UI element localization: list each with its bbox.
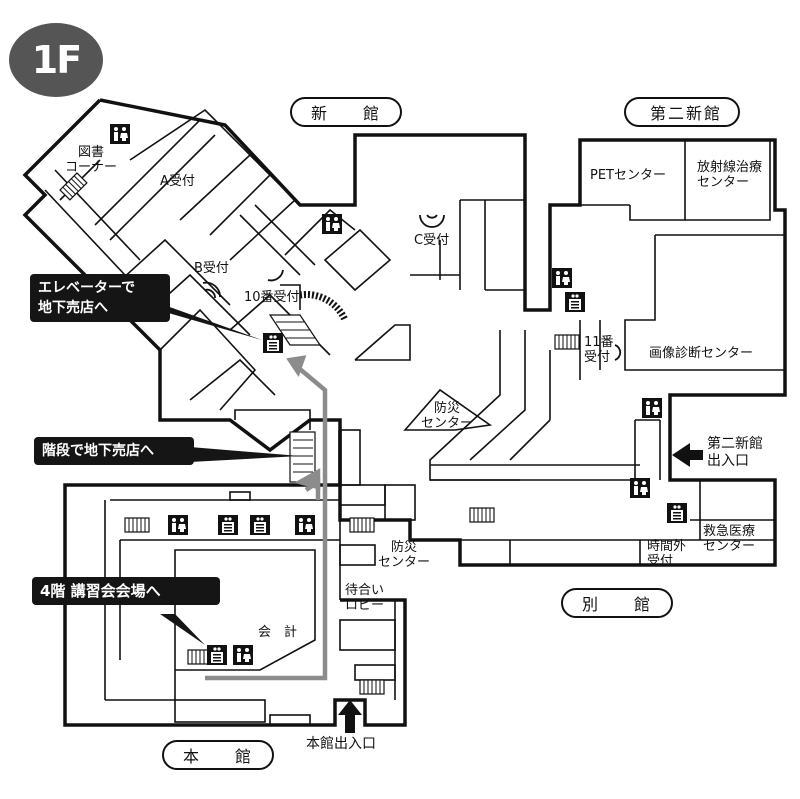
room-radiation-center: 放射線治療 センター bbox=[697, 160, 762, 190]
stairs-icon bbox=[59, 172, 580, 695]
room-disaster-1-line1: 防災 bbox=[434, 401, 461, 416]
callout-pointers bbox=[150, 300, 300, 645]
room-library: 図書 コーナー bbox=[65, 145, 117, 175]
callout-elevator-line2: 地下売店へ bbox=[38, 300, 108, 316]
room-emergency-line1: 救急医療 bbox=[703, 524, 756, 539]
room-waiting-line2: ロビー bbox=[345, 598, 385, 613]
entrance-honkan: 本館出入口 bbox=[306, 736, 376, 752]
room-reception-c: C受付 bbox=[414, 233, 450, 248]
room-imaging-center: 画像診断センター bbox=[649, 346, 754, 361]
room-reception-11-line1: 11番 bbox=[584, 335, 614, 350]
interior-lines bbox=[44, 108, 785, 726]
counters bbox=[202, 214, 622, 361]
entrance-daini-line1: 第二新館 bbox=[707, 436, 763, 452]
room-emergency-center: 救急医療 センター bbox=[703, 524, 755, 554]
room-accounting: 会 計 bbox=[258, 625, 298, 640]
room-disaster-2-line1: 防災 bbox=[391, 540, 418, 555]
room-library-line1: 図書 bbox=[78, 145, 105, 160]
floor-badge: 1F bbox=[9, 23, 103, 97]
callout-stairs: 階段で地下売店へ bbox=[34, 437, 194, 465]
room-waiting-line1: 待合い bbox=[345, 583, 385, 598]
room-library-line2: コーナー bbox=[65, 160, 118, 175]
room-waiting-lobby: 待合い ロビー bbox=[345, 583, 384, 613]
room-disaster-center-shinkan: 防災 センター bbox=[421, 401, 473, 431]
room-reception-10: 10番受付 bbox=[244, 290, 300, 305]
building-label-bekkan: 別 館 bbox=[561, 588, 673, 618]
room-disaster-center-honkan: 防災 センター bbox=[378, 540, 430, 570]
building-label-shinkan: 新 館 bbox=[290, 97, 402, 127]
building-walls bbox=[22, 98, 787, 727]
room-pet-center: PETセンター bbox=[590, 168, 666, 183]
room-emergency-line2: センター bbox=[703, 539, 756, 554]
building-label-honkan: 本 館 bbox=[162, 740, 274, 770]
room-after-hours-reception: 時間外 受付 bbox=[647, 539, 686, 569]
room-after-hours-line1: 時間外 bbox=[647, 539, 687, 554]
room-reception-11: 11番 受付 bbox=[584, 335, 614, 365]
callout-elevator: エレベーターで 地下売店へ bbox=[30, 274, 170, 322]
entrance-daini-line2: 出入口 bbox=[707, 453, 749, 469]
callout-elevator-line1: エレベーターで bbox=[38, 280, 136, 296]
room-radiation-line2: センター bbox=[697, 175, 750, 190]
room-reception-a: A受付 bbox=[160, 174, 195, 189]
building-label-daini-shinkan: 第二新館 bbox=[624, 97, 740, 127]
room-reception-11-line2: 受付 bbox=[584, 350, 611, 365]
room-radiation-line1: 放射線治療 bbox=[697, 160, 763, 175]
entrance-daini-shinkan: 第二新館 出入口 bbox=[707, 436, 763, 470]
room-after-hours-line2: 受付 bbox=[647, 554, 674, 569]
arrow-icon bbox=[338, 443, 703, 733]
callout-floor4: 4階 講習会会場へ bbox=[32, 577, 220, 605]
route-line bbox=[205, 355, 328, 681]
room-disaster-2-line2: センター bbox=[378, 555, 431, 570]
room-reception-b: B受付 bbox=[194, 261, 229, 276]
room-disaster-1-line2: センター bbox=[421, 416, 474, 431]
